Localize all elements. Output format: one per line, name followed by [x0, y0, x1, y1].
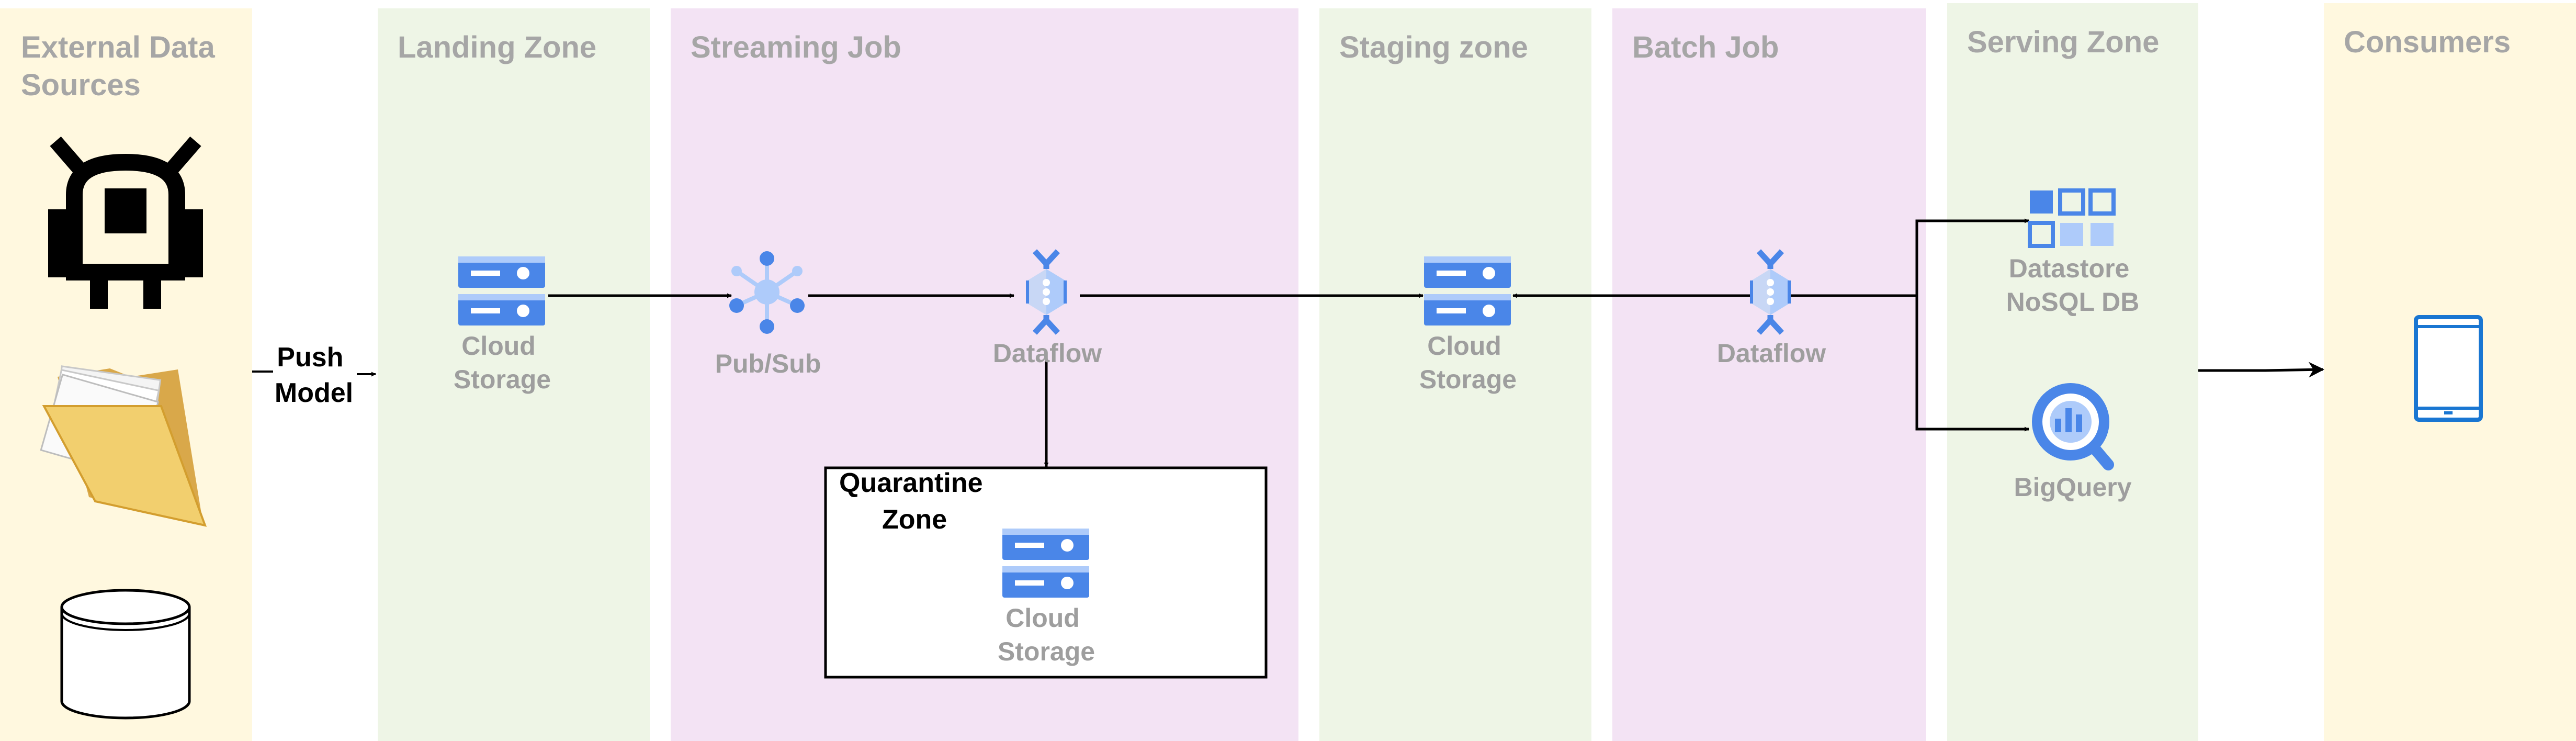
zone-serving: Serving Zone — [1947, 3, 2198, 741]
zone-landing: Landing Zone — [378, 8, 650, 741]
node-label: BigQuery — [2014, 473, 2131, 502]
quarantine-zone-title: Quarantine Zone — [839, 468, 990, 535]
node-batch-dataflow[interactable]: Dataflow — [1717, 251, 1826, 368]
node-datastore[interactable]: Datastore NoSQL DB — [2006, 188, 2140, 317]
zone-title-streaming: Streaming Job — [691, 30, 901, 64]
node-label: Datastore NoSQL DB — [2006, 254, 2140, 317]
node-label: Cloud Storage — [1419, 331, 1517, 394]
push-model-label: Push Model — [275, 342, 353, 408]
node-label: Cloud Storage — [998, 603, 1095, 666]
node-label: Dataflow — [1717, 339, 1826, 368]
zone-title-landing: Landing Zone — [398, 30, 596, 64]
zone-staging: Staging zone — [1319, 8, 1591, 741]
zone-title-batch: Batch Job — [1632, 30, 1779, 64]
zone-title-consumers: Consumers — [2344, 25, 2511, 59]
datastore-icon — [2028, 188, 2116, 248]
tablet-icon — [2414, 315, 2483, 422]
node-label: Pub/Sub — [715, 349, 821, 378]
connectors — [548, 218, 2324, 467]
database-icon — [60, 589, 191, 720]
zone-batch-job: Batch Job — [1612, 8, 1926, 741]
pubsub-icon — [729, 251, 805, 334]
node-pubsub[interactable]: Pub/Sub — [715, 251, 821, 378]
edge-to-datastore — [1915, 218, 2029, 296]
node-label: Cloud Storage — [454, 331, 551, 394]
zone-title-external: External Data Sources — [21, 30, 223, 102]
node-bigquery[interactable]: BigQuery — [2014, 383, 2132, 502]
zone-title-staging: Staging zone — [1339, 30, 1528, 64]
node-landing-cloud-storage[interactable]: Cloud Storage — [454, 256, 551, 394]
push-model-arrow — [252, 371, 376, 377]
android-icon — [48, 136, 203, 309]
node-streaming-dataflow[interactable]: Dataflow — [993, 251, 1102, 368]
node-quarantine-cloud-storage[interactable]: Cloud Storage — [998, 529, 1095, 666]
node-staging-cloud-storage[interactable]: Cloud Storage — [1419, 256, 1517, 394]
edge-serving-to-consumers — [2198, 362, 2324, 378]
zone-title-serving: Serving Zone — [1967, 25, 2159, 59]
bigquery-icon — [2032, 383, 2114, 470]
node-label: Dataflow — [993, 339, 1102, 368]
edge-to-bigquery — [1915, 296, 2029, 432]
quarantine-zone: Quarantine Zone — [824, 466, 1268, 679]
folder-icon — [40, 365, 207, 527]
